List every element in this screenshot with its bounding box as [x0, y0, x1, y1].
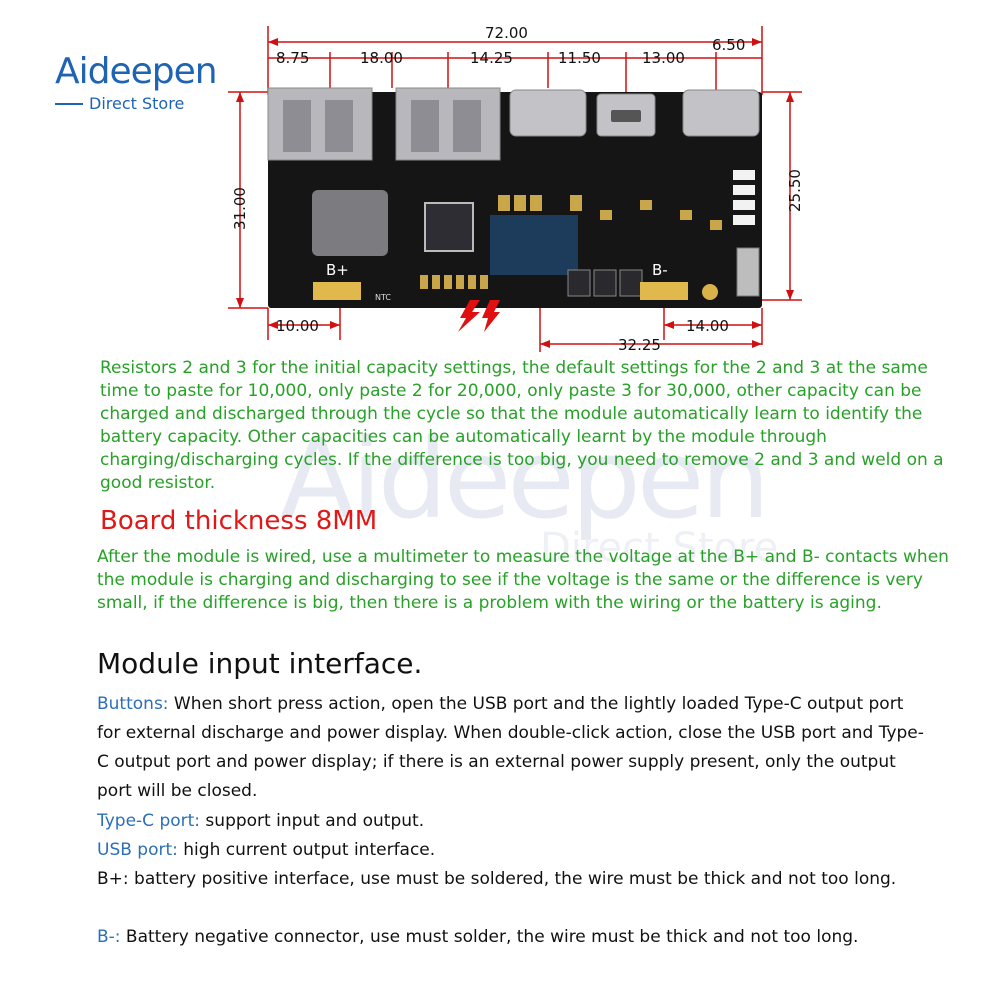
- board-thickness: Board thickness 8MM: [100, 506, 378, 536]
- dimension-lines: [228, 26, 802, 352]
- resistor-note: Resistors 2 and 3 for the initial capaci…: [100, 358, 944, 493]
- interface-label: USB port:: [97, 840, 178, 860]
- usb-port-2: [395, 87, 501, 161]
- interface-label: B-:: [97, 927, 121, 947]
- dim-top-seg-6: 6.50: [712, 36, 745, 54]
- interface-label: Type-C port:: [97, 811, 201, 831]
- interface-text: Battery negative connector, use must sol…: [120, 927, 859, 947]
- interface-b-minus: B-: Battery negative connector, use must…: [97, 923, 927, 952]
- tagline-rule: [55, 102, 83, 105]
- dim-bottom-left: 10.00: [276, 317, 319, 335]
- b-minus-label: B-: [652, 261, 668, 279]
- dim-top-seg-1: 8.75: [276, 49, 309, 67]
- brand-tagline-row: Direct Store: [55, 94, 275, 113]
- dim-top-total: 72.00: [485, 24, 528, 42]
- dim-top-seg-4: 11.50: [558, 49, 601, 67]
- interface-text: battery positive interface, use must be …: [128, 869, 897, 889]
- watermark-tagline: Direct Store: [540, 525, 779, 571]
- b-plus-pad: [313, 282, 361, 300]
- chip-area: [490, 215, 578, 275]
- buzzer: [702, 284, 718, 300]
- mosfets: [567, 269, 643, 297]
- dim-bottom-span: 32.25: [618, 336, 661, 354]
- push-button: [736, 247, 760, 297]
- dim-right-height: 25.50: [786, 169, 804, 212]
- main-chip: [424, 202, 474, 252]
- ntc-label: NTC: [375, 293, 391, 302]
- interface-b-plus: B+: battery positive interface, use must…: [97, 865, 927, 894]
- interface-usb: USB port: high current output interface.: [97, 836, 927, 865]
- interface-buttons: Buttons: When short press action, open t…: [97, 690, 927, 806]
- wiring-note: After the module is wired, use a multime…: [97, 547, 949, 613]
- brand-name: Aideepen: [55, 51, 218, 92]
- resistor-arrows: [458, 300, 500, 332]
- watermark-logo: Aideepen: [280, 415, 770, 543]
- type-c-port-output: [682, 89, 760, 137]
- type-c-port-input: [509, 89, 587, 137]
- interface-text: When short press action, open the USB po…: [97, 694, 924, 801]
- b-plus-label: B+: [326, 261, 349, 279]
- interface-label: B+:: [97, 869, 129, 889]
- smd-components: [420, 195, 722, 289]
- dim-top-seg-3: 14.25: [470, 49, 513, 67]
- interface-type-c: Type-C port: support input and output.: [97, 807, 927, 836]
- interface-text: support input and output.: [200, 811, 425, 831]
- board-diagram: B+ B- NTC 72.00 8.75 18.00 14.25 11.50 1…: [228, 24, 804, 354]
- dimension-arrows: [236, 38, 794, 348]
- b-minus-pad: [640, 282, 688, 300]
- dim-top-seg-5: 13.00: [642, 49, 685, 67]
- led-indicators: [733, 170, 755, 225]
- brand-tagline: Direct Store: [89, 94, 185, 113]
- interface-label: Buttons:: [97, 694, 169, 714]
- usb-port-1: [267, 87, 373, 161]
- inductor: [312, 190, 388, 256]
- dim-top-seg-2: 18.00: [360, 49, 403, 67]
- section-title: Module input interface.: [97, 647, 423, 680]
- brand-logo: Aideepen Direct Store: [55, 52, 275, 122]
- dim-bottom-right: 14.00: [686, 317, 729, 335]
- dim-left-height: 31.00: [231, 187, 249, 230]
- interface-text: high current output interface.: [177, 840, 436, 860]
